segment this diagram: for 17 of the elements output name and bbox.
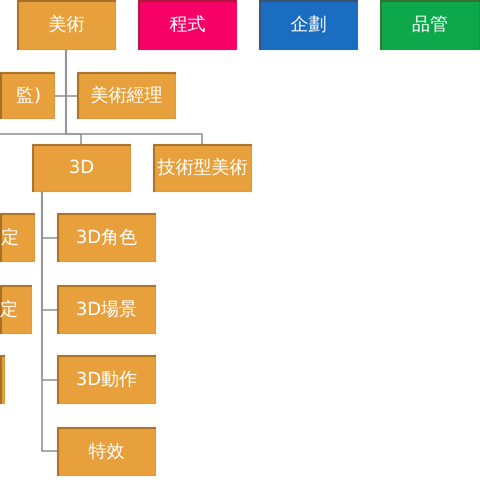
role-box: 品管 — [380, 0, 480, 50]
role-box: 3D角色 — [57, 213, 156, 262]
role-box: 定 — [0, 285, 32, 334]
role-box — [0, 355, 5, 404]
role-box: 監) — [0, 72, 55, 119]
role-box: 美術 — [17, 0, 116, 50]
role-box: 美術經理 — [77, 72, 176, 119]
role-box: 程式 — [138, 0, 237, 50]
role-box: 技術型美術 — [153, 144, 252, 192]
role-box: 定 — [0, 213, 35, 262]
role-box: 3D — [32, 144, 131, 192]
connector-line — [41, 192, 57, 452]
role-box: 3D場景 — [57, 285, 156, 334]
role-box: 特效 — [57, 427, 156, 476]
role-box: 3D動作 — [57, 355, 156, 404]
connector-line — [0, 50, 67, 135]
role-box: 企劃 — [259, 0, 358, 50]
